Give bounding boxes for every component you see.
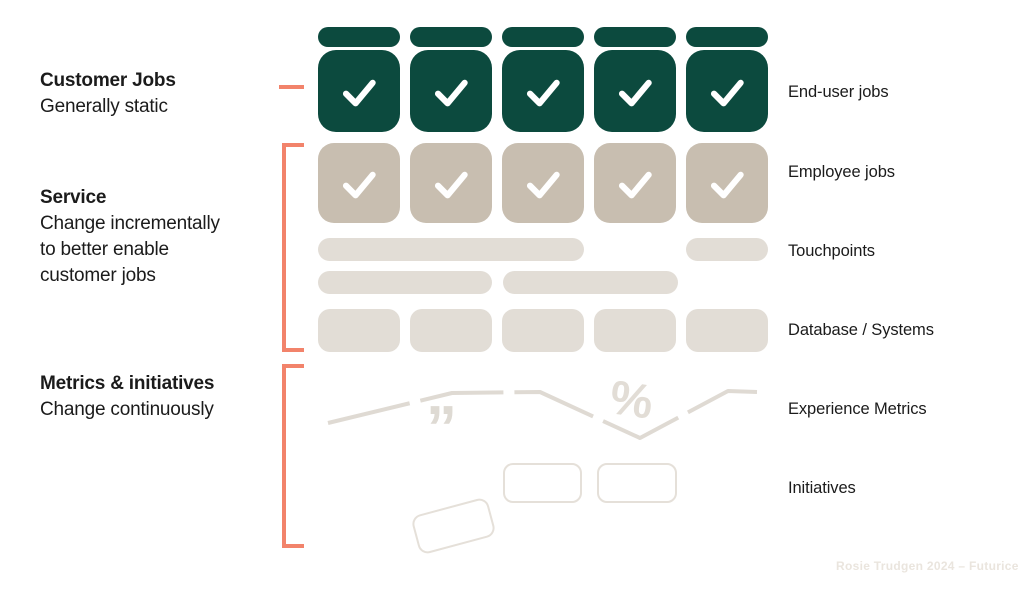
touchpoint-pill [503,271,678,294]
initiative-card [410,496,497,556]
customer-jobs-tick-mark [279,85,304,89]
touchpoint-pill [318,271,492,294]
database-block [686,309,768,352]
touchpoint-pill [686,238,768,261]
header-pill [318,27,400,47]
check-icon [434,79,468,107]
quote-icon: ” [426,394,457,463]
database-block [410,309,492,352]
check-icon [710,171,744,199]
section-subtitle: Change continuously [40,399,214,420]
initiative-card [597,463,677,503]
credit-text: Rosie Trudgen 2024 – Futurice [836,559,1019,573]
check-icon [342,79,376,107]
end-user-job-tile [318,50,400,132]
row-label-touchpoints: Touchpoints [788,242,875,260]
section-metrics-initiatives: Metrics & initiatives Change continuousl… [40,371,214,423]
check-icon [434,171,468,199]
section-customer-jobs: Customer Jobs Generally static [40,68,176,120]
line-chart-icon [327,389,758,440]
database-block [594,309,676,352]
check-icon [618,79,652,107]
percent-icon: % [606,371,657,430]
section-title: Service [40,187,107,208]
check-icon [342,171,376,199]
section-subtitle: Change incrementally to better enable cu… [40,213,220,286]
touchpoint-pill [318,238,584,261]
row-label-employee-jobs: Employee jobs [788,163,895,181]
section-title: Customer Jobs [40,70,176,91]
employee-job-tile [410,143,492,223]
section-service: Service Change incrementally to better e… [40,185,220,289]
end-user-job-tile [686,50,768,132]
end-user-job-tile [502,50,584,132]
row-label-end-user-jobs: End-user jobs [788,83,889,101]
initiative-card [503,463,582,503]
header-pill [594,27,676,47]
row-label-initiatives: Initiatives [788,479,856,497]
metrics-bracket [282,364,304,548]
check-icon [618,171,652,199]
database-block [502,309,584,352]
header-pill [686,27,768,47]
section-subtitle: Generally static [40,96,168,117]
header-pill [502,27,584,47]
end-user-job-tile [594,50,676,132]
end-user-job-tile [410,50,492,132]
database-block [318,309,400,352]
service-bracket [282,143,304,352]
employee-job-tile [502,143,584,223]
row-label-database-systems: Database / Systems [788,321,934,339]
check-icon [710,79,744,107]
employee-job-tile [318,143,400,223]
header-pill [410,27,492,47]
check-icon [526,79,560,107]
row-label-experience-metrics: Experience Metrics [788,400,927,418]
check-icon [526,171,560,199]
employee-job-tile [594,143,676,223]
section-title: Metrics & initiatives [40,373,215,394]
employee-job-tile [686,143,768,223]
